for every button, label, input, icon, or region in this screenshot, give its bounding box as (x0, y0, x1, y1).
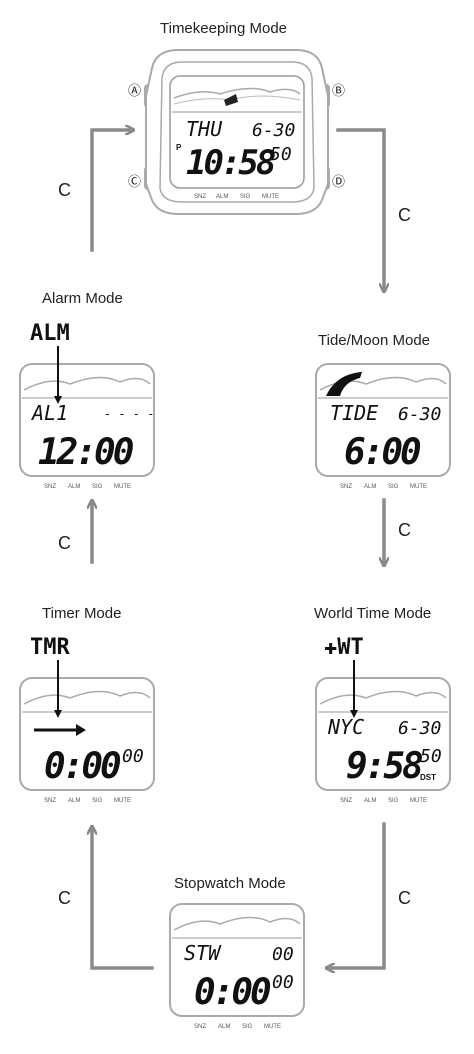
world-indicator: ✚WT (324, 635, 364, 660)
arrow-alarm-to-timekeeping (90, 130, 130, 252)
strip-snz: SNZ (194, 1024, 206, 1030)
alarm-display: ALM AL1 - - - - 12:00 SNZ ALM SIG MUTE (19, 321, 155, 490)
transition-c-label: C (398, 888, 411, 908)
strip-sig: SIG (240, 194, 251, 200)
world-time: 9:58 (346, 746, 422, 787)
tide-label: TIDE (330, 401, 378, 425)
world-seconds: 50 (420, 746, 442, 767)
button-d-label: Ⓓ (332, 174, 345, 189)
alarm-title: Alarm Mode (42, 290, 123, 307)
transition-c-label: C (58, 888, 71, 908)
button-a-label: Ⓐ (128, 83, 141, 98)
stopwatch-laps: 00 (272, 944, 294, 965)
timer-display: TMR 0:00 00 SNZ ALM SIG MUTE (19, 635, 155, 804)
tide-time: 6:00 (344, 432, 421, 473)
strip-alm: ALM (364, 798, 376, 804)
world-date: 6-30 (398, 718, 441, 739)
tk-seconds: 50 (270, 144, 292, 165)
button-b-label: Ⓑ (332, 83, 345, 98)
arrow-stopwatch-to-timer (92, 830, 154, 970)
transition-c-label: C (58, 533, 71, 553)
strip-mute: MUTE (114, 484, 131, 490)
strip-mute: MUTE (410, 484, 427, 490)
tide-moon-title: Tide/Moon Mode (318, 332, 431, 349)
strip-sig: SIG (388, 798, 399, 804)
alarm-dashes: - - - - (104, 407, 155, 421)
tk-day: THU (186, 117, 223, 141)
strip-sig: SIG (92, 798, 103, 804)
strip-snz: SNZ (44, 798, 56, 804)
transition-c-label: C (58, 180, 71, 200)
tk-pm: P (176, 143, 182, 152)
tide-date: 6-30 (398, 404, 441, 425)
strip-alm: ALM (216, 194, 228, 200)
timekeeping-watch: Ⓐ Ⓑ Ⓒ Ⓓ THU 6-30 P 10:58 50 SNZ ALM SIG … (128, 49, 345, 215)
alarm-indicator: ALM (30, 321, 70, 346)
stopwatch-display: STW 00 0:00 00 SNZ ALM SIG MUTE (169, 903, 305, 1030)
stopwatch-time: 0:00 (194, 972, 271, 1013)
strip-alm: ALM (68, 798, 80, 804)
timer-time: 0:00 (44, 746, 121, 787)
button-c-label: Ⓒ (128, 174, 141, 189)
alarm-name: AL1 (30, 401, 68, 425)
world-time-title: World Time Mode (314, 605, 432, 622)
world-city: NYC (327, 715, 364, 739)
stopwatch-label: STW (184, 941, 222, 965)
arrow-world-to-stopwatch (330, 822, 386, 968)
tide-moon-display: TIDE 6-30 6:00 SNZ ALM SIG MUTE (315, 363, 451, 490)
stopwatch-hundredths: 00 (272, 972, 294, 993)
strip-snz: SNZ (44, 484, 56, 490)
transition-c-label: C (398, 520, 411, 540)
strip-snz: SNZ (340, 484, 352, 490)
tk-date: 6-30 (252, 120, 295, 141)
strip-mute: MUTE (264, 1024, 281, 1030)
strip-mute: MUTE (114, 798, 131, 804)
strip-mute: MUTE (262, 194, 279, 200)
timer-hundredths: 00 (122, 746, 144, 767)
strip-snz: SNZ (194, 194, 206, 200)
timekeeping-title: Timekeeping Mode (160, 20, 288, 37)
world-time-display: ✚WT NYC 6-30 9:58 50 DST SNZ ALM SIG MUT… (315, 635, 451, 804)
timer-title: Timer Mode (42, 605, 122, 622)
strip-alm: ALM (68, 484, 80, 490)
strip-mute: MUTE (410, 798, 427, 804)
strip-alm: ALM (218, 1024, 230, 1030)
alarm-time: 12:00 (38, 432, 134, 473)
tk-time: 10:58 (186, 143, 275, 183)
timer-indicator: TMR (30, 635, 70, 660)
strip-snz: SNZ (340, 798, 352, 804)
strip-sig: SIG (242, 1024, 253, 1030)
world-dst: DST (420, 773, 436, 782)
strip-sig: SIG (92, 484, 103, 490)
strip-sig: SIG (388, 484, 399, 490)
arrow-timekeeping-to-tide (336, 128, 384, 288)
transition-c-label: C (398, 205, 411, 225)
stopwatch-title: Stopwatch Mode (174, 875, 286, 892)
strip-alm: ALM (364, 484, 376, 490)
